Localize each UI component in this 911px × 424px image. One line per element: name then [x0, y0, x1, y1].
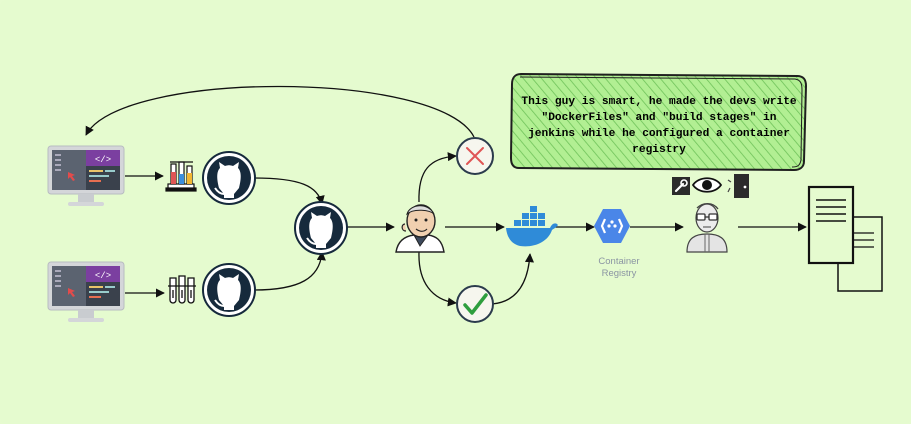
note-text: This guy is smart, he made the devs writ… [521, 96, 797, 156]
github-icon [202, 151, 256, 205]
test-tubes-icon [168, 275, 196, 304]
connectors [85, 85, 807, 307]
wrench-icon [672, 177, 690, 195]
arrow-pass-to-docker [491, 253, 534, 305]
person-glasses-icon [686, 202, 728, 253]
container-registry-label: Container Registry [598, 256, 640, 279]
arrow-github-bottom-to-merge [253, 251, 326, 291]
door-icon [727, 174, 749, 198]
docker-whale-icon [506, 206, 558, 247]
developer-computer-icon: </> [47, 145, 125, 206]
note-box [509, 72, 808, 172]
jenkins-icon [395, 204, 445, 253]
developer-computer-icon: </> [47, 261, 125, 322]
arrow-jenkins-to-fail [418, 152, 457, 203]
check-icon [456, 285, 494, 323]
test-lab-icon [165, 161, 197, 192]
svg-text:</>: </> [95, 155, 111, 165]
arrow-github-top-to-merge [253, 177, 325, 205]
svg-text:</>: </> [95, 271, 111, 281]
eye-icon [691, 177, 723, 193]
github-icon [202, 263, 256, 317]
arrow-jenkins-to-pass [418, 251, 457, 307]
github-icon [294, 201, 348, 255]
x-icon [456, 137, 494, 175]
documents-icon [807, 185, 883, 292]
container-registry-icon [594, 209, 630, 243]
arrow-fail-back-to-dev [85, 85, 475, 138]
